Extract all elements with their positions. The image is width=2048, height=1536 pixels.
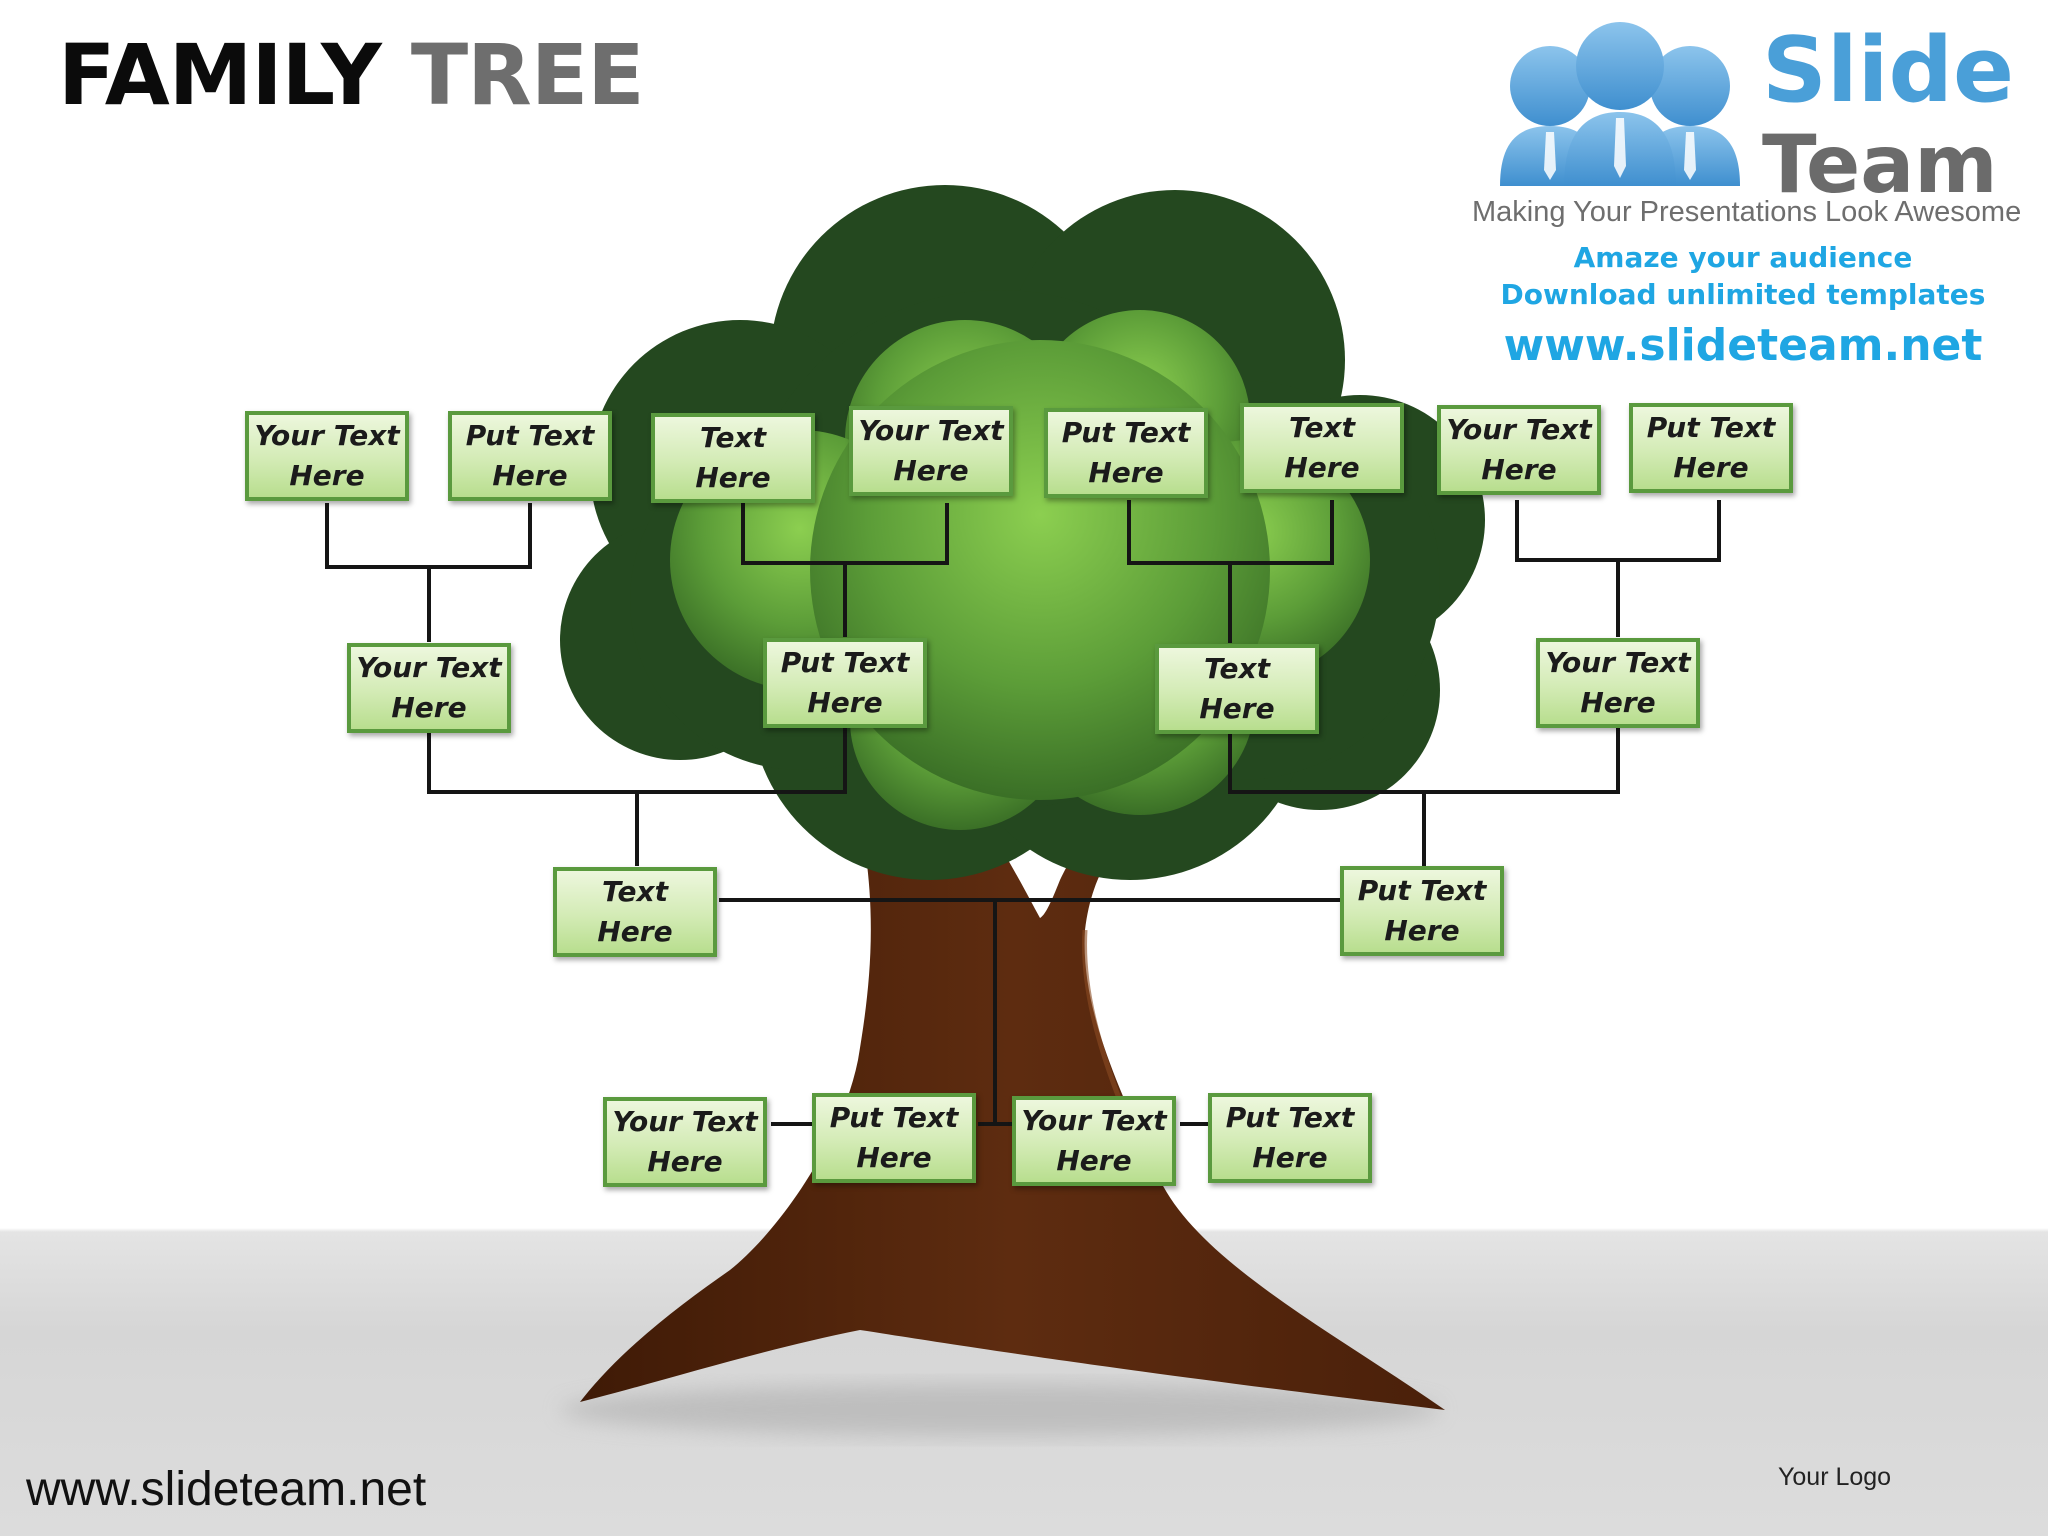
title-part-1: FAMILY (58, 26, 382, 124)
tree-box[interactable]: Put Text Here (1340, 866, 1504, 956)
tree-box[interactable]: Your Text Here (347, 643, 511, 733)
box-line-2: Here (856, 1141, 932, 1174)
tree-box[interactable]: Put Text Here (1044, 408, 1208, 498)
tree-box[interactable]: Text Here (1240, 403, 1404, 493)
box-line-2: Here (1252, 1141, 1328, 1174)
box-line-1: Put Text (829, 1101, 959, 1134)
tree-box[interactable]: Your Text Here (1012, 1096, 1176, 1186)
logo-placeholder: Your Logo (1778, 1463, 1892, 1491)
box-line-2: Here (807, 686, 883, 719)
box-line-1: Your Text (1021, 1104, 1167, 1137)
slideteam-logo-icon (1500, 22, 1740, 186)
box-line-2: Here (1673, 451, 1749, 484)
box-line-2: Here (647, 1145, 723, 1178)
tree-box[interactable]: Text Here (651, 413, 815, 503)
box-line-1: Put Text (1646, 411, 1776, 444)
tree-box[interactable]: Put Text Here (1629, 403, 1793, 493)
box-line-1: Your Text (1446, 413, 1592, 446)
tree-box[interactable]: Put Text Here (763, 638, 927, 728)
page-title: FAMILY TREE (58, 26, 645, 126)
tree-box[interactable]: Put Text Here (812, 1093, 976, 1183)
box-line-1: Your Text (858, 414, 1004, 447)
box-line-1: Your Text (254, 419, 400, 452)
footer-url-link[interactable]: www.slideteam.net (26, 1463, 427, 1516)
box-line-1: Text (1289, 411, 1355, 444)
box-line-2: Here (1481, 453, 1557, 486)
box-line-2: Here (1384, 914, 1460, 947)
tree-box[interactable]: Your Text Here (245, 411, 409, 501)
tree-box[interactable]: Put Text Here (1208, 1093, 1372, 1183)
box-line-2: Here (597, 915, 673, 948)
box-line-1: Your Text (356, 651, 502, 684)
tree-box[interactable]: Text Here (1155, 644, 1319, 734)
box-line-2: Here (391, 691, 467, 724)
box-line-1: Put Text (1225, 1101, 1355, 1134)
box-line-1: Text (602, 875, 668, 908)
tree-box[interactable]: Your Text Here (1437, 405, 1601, 495)
box-line-2: Here (289, 459, 365, 492)
trunk-shadow (560, 1384, 1440, 1436)
box-line-1: Put Text (780, 646, 910, 679)
box-line-2: Here (1284, 451, 1360, 484)
tree-box[interactable]: Put Text Here (448, 411, 612, 501)
box-line-1: Your Text (612, 1105, 758, 1138)
title-part-2: TREE (410, 26, 645, 124)
box-line-2: Here (1580, 686, 1656, 719)
tree-box[interactable]: Your Text Here (603, 1097, 767, 1187)
brand-name-line-2: Team (1762, 118, 1998, 211)
brand-name-line-1: Slide (1762, 18, 2014, 123)
promo-line-2: Download unlimited templates (1500, 278, 1986, 311)
box-line-1: Text (700, 421, 766, 454)
connector-lines (325, 500, 1721, 1126)
promo-url-link[interactable]: www.slideteam.net (1503, 320, 1983, 371)
tree-box[interactable]: Your Text Here (849, 406, 1013, 496)
box-line-1: Your Text (1545, 646, 1691, 679)
box-line-1: Put Text (465, 419, 595, 452)
tree-box[interactable]: Your Text Here (1536, 638, 1700, 728)
box-line-2: Here (1199, 692, 1275, 725)
box-line-2: Here (893, 454, 969, 487)
box-line-2: Here (492, 459, 568, 492)
box-line-1: Text (1204, 652, 1270, 685)
box-line-2: Here (1056, 1144, 1132, 1177)
box-line-1: Put Text (1061, 416, 1191, 449)
box-line-2: Here (695, 461, 771, 494)
tree-box[interactable]: Text Here (553, 867, 717, 957)
brand-tagline: Making Your Presentations Look Awesome (1472, 196, 2022, 228)
box-line-2: Here (1088, 456, 1164, 489)
box-line-1: Put Text (1357, 874, 1487, 907)
promo-line-1: Amaze your audience (1573, 241, 1913, 274)
